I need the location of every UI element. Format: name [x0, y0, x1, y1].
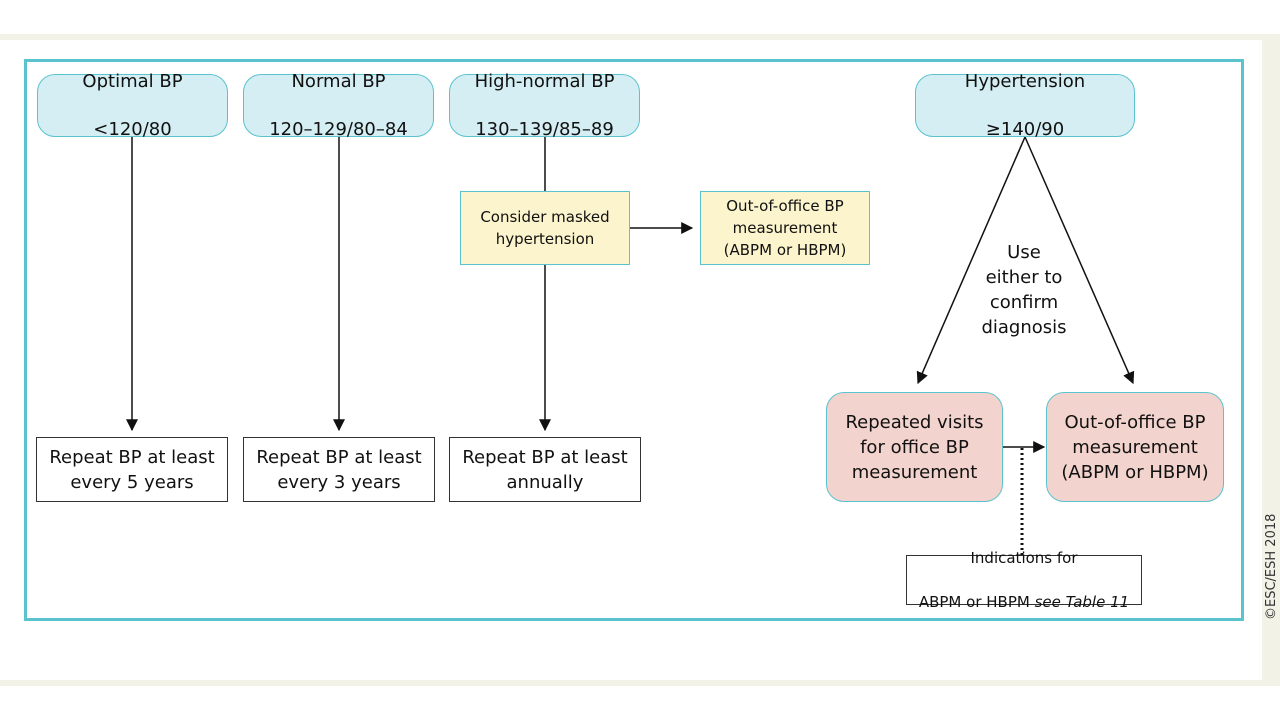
repeat-box-5-years: Repeat BP at least every 5 years — [36, 437, 228, 502]
category-range: <120/80 — [93, 118, 172, 140]
arrow-hypertension-to-out-of-office — [1024, 136, 1135, 385]
copyright-strip — [1262, 34, 1280, 686]
indications-prefix: ABPM or HBPM — [918, 593, 1035, 611]
indications-box: Indications for ABPM or HBPM see Table 1… — [906, 549, 1142, 611]
arrow-hypertension-to-repeated-visits — [916, 136, 1026, 385]
category-hypertension: Hypertension ≥140/90 — [915, 71, 1135, 140]
category-range: 130–139/85–89 — [475, 118, 614, 140]
category-title: Optimal BP — [82, 70, 183, 92]
category-optimal-bp: Optimal BP <120/80 — [37, 71, 228, 140]
category-normal-bp: Normal BP 120–129/80–84 — [243, 71, 434, 140]
table-reference: see Table 11 — [1034, 593, 1130, 611]
out-of-office-box-hypertension: Out-of-office BP measurement (ABPM or HB… — [1046, 392, 1224, 502]
category-title: Normal BP — [291, 70, 386, 92]
repeat-box-annually: Repeat BP at least annually — [449, 437, 641, 502]
repeat-box-3-years: Repeat BP at least every 3 years — [243, 437, 435, 502]
category-title: Hypertension — [964, 70, 1086, 92]
bottom-band — [0, 680, 1280, 686]
indications-line1: Indications for — [970, 549, 1078, 567]
use-either-label: Use either to confirm diagnosis — [981, 242, 1067, 338]
category-high-normal-bp: High-normal BP 130–139/85–89 — [449, 71, 640, 140]
copyright-text: ©ESC/ESH 2018 — [1264, 513, 1279, 620]
consider-masked-hypertension-box: Consider masked hypertension — [460, 191, 630, 265]
indications-line2: ABPM or HBPM see Table 11 — [919, 591, 1129, 613]
top-band — [0, 34, 1280, 40]
category-range: 120–129/80–84 — [269, 118, 408, 140]
category-title: High-normal BP — [474, 70, 615, 92]
category-range: ≥140/90 — [985, 118, 1065, 140]
diagram-frame — [24, 59, 1244, 621]
repeated-visits-box: Repeated visits for office BP measuremen… — [826, 392, 1003, 502]
out-of-office-box-masked: Out-of-office BP measurement (ABPM or HB… — [700, 191, 870, 265]
